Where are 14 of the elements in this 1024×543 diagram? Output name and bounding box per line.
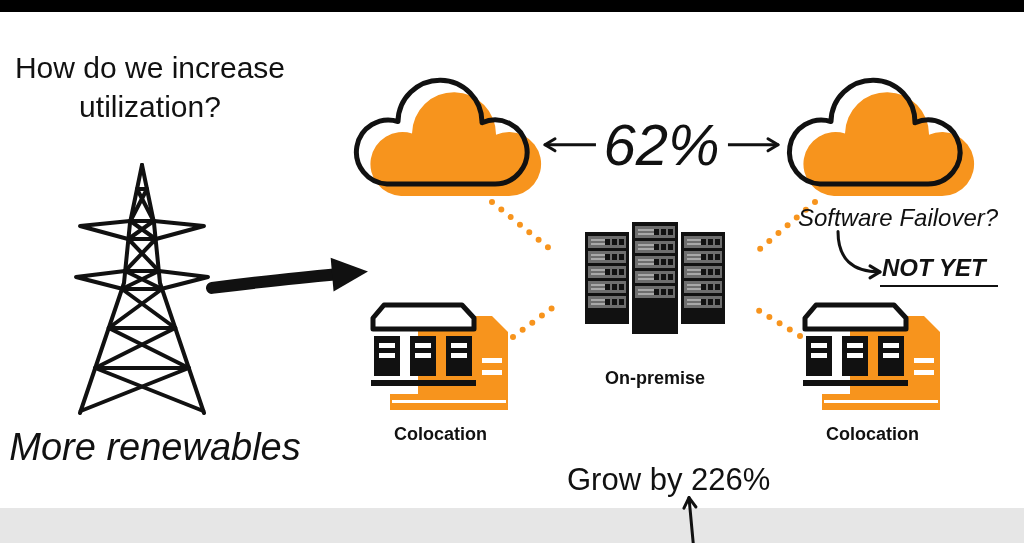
node-label: Colocation [826,424,919,446]
footer-band [0,508,1024,543]
handwritten-note: NOT YET [880,254,998,287]
node-label: Colocation [394,424,487,446]
node-label: More renewables [9,426,301,470]
arrow [206,257,368,294]
arrow [682,496,698,543]
handwritten-note: Software Failover? [798,204,999,232]
handwritten-question: How do we increase utilization? [13,50,287,125]
curved-arrow [836,230,882,279]
handwritten-note: Grow by 226% [567,462,771,498]
node-label: On-premise [605,368,705,390]
power-pylon-icon [72,163,212,418]
dotted-line [510,302,558,340]
